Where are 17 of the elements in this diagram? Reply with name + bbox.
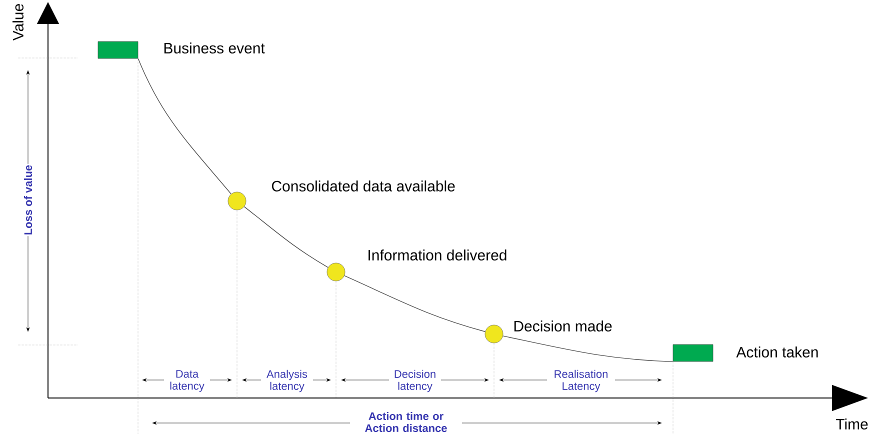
marker-label: Decision made	[514, 320, 612, 332]
marker-label: Consolidated data available	[272, 180, 455, 192]
dimension-label: Analysis latency	[261, 368, 313, 394]
curve	[244, 206, 328, 268]
axis-label: Value	[12, 4, 24, 41]
dimension-label: Realisation Latency	[547, 368, 615, 394]
dimension-label: Data latency	[164, 369, 210, 393]
curve	[138, 58, 232, 194]
dimension-label: Loss of value	[22, 164, 34, 236]
marker-label: Action taken	[736, 346, 818, 358]
marker-label: Information delivered	[368, 250, 506, 260]
dimension-label: Decision latency	[389, 368, 441, 394]
marker-label: Business event	[164, 42, 265, 54]
curve	[344, 275, 486, 332]
dimension-label: Action time or Action distance	[350, 410, 462, 434]
curve	[502, 336, 674, 362]
axis-label: Time	[836, 418, 868, 430]
